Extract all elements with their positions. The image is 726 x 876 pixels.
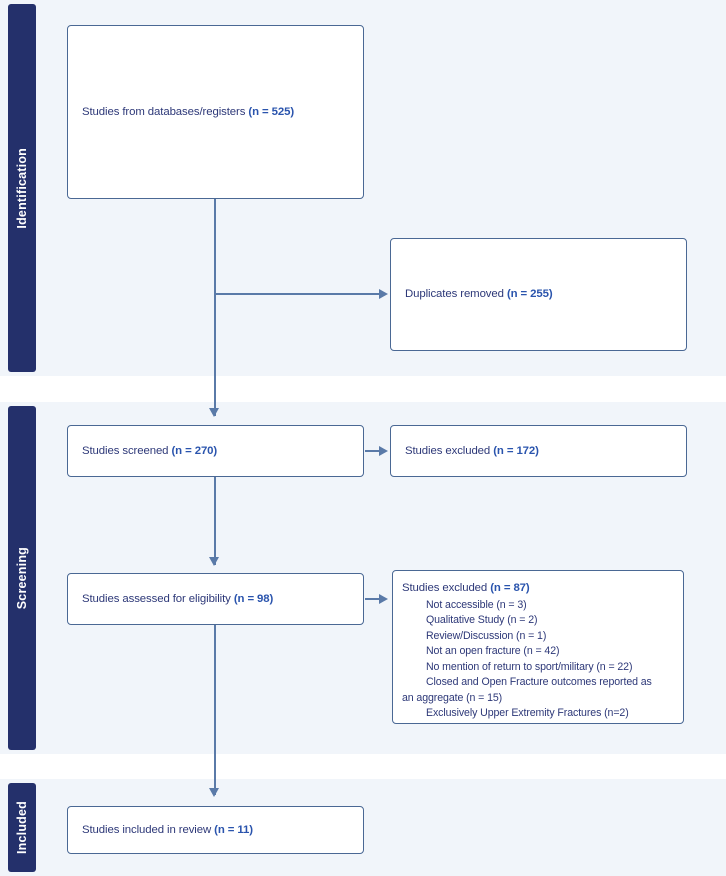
connector-screened-to-eligibility xyxy=(214,477,216,565)
box-screened-count: (n = 270) xyxy=(171,444,218,457)
connector-databases-to-screened xyxy=(214,199,216,416)
connector-eligibility-to-included xyxy=(214,625,216,795)
arrowhead-to-included xyxy=(209,788,219,797)
box-included-count: (n = 11) xyxy=(214,823,253,836)
box-eligibility-label: Studies assessed for eligibility xyxy=(82,592,234,605)
arrowhead-to-eligibility xyxy=(209,557,219,566)
exclusion-reason-item: Not accessible (n = 3) xyxy=(402,598,652,614)
box-databases-count: (n = 525) xyxy=(248,105,295,118)
box-screened-excluded-count: (n = 172) xyxy=(493,444,539,457)
exclusion-reason-label: No mention of return to sport/military (… xyxy=(426,660,633,673)
exclusion-reason-label: Exclusively Upper Extremity Fractures (n… xyxy=(426,707,629,720)
box-studies-screened: Studies screened (n = 270) xyxy=(67,425,364,477)
exclusion-reason-item: Closed and Open Fracture outcomes report… xyxy=(402,675,652,706)
box-studies-included-in-review: Studies included in review (n = 11) xyxy=(67,806,364,854)
box-screened-excluded-text: Studies excluded (n = 172) xyxy=(405,443,539,460)
box-studies-excluded-screening: Studies excluded (n = 172) xyxy=(390,425,687,477)
exclusion-reason-list: Not accessible (n = 3) Qualitative Study… xyxy=(402,598,652,723)
box-duplicates-text: Duplicates removed (n = 255) xyxy=(405,286,553,303)
box-studies-assessed-for-eligibility: Studies assessed for eligibility (n = 98… xyxy=(67,573,364,625)
stage-label-included: Included xyxy=(15,801,29,854)
arrowhead-to-screened-excluded xyxy=(379,446,388,456)
exclusion-reason-label: Not accessible (n = 3) xyxy=(426,598,527,611)
box-included-label: Studies included in review xyxy=(82,823,215,836)
exclusion-reason-label: Not an open fracture (n = 42) xyxy=(426,645,560,658)
box-duplicates-removed: Duplicates removed (n = 255) xyxy=(390,238,687,351)
box-eligibility-excluded-content: Studies excluded (n = 87) Not accessible… xyxy=(402,580,652,722)
connector-databases-to-duplicates xyxy=(215,293,381,295)
stage-tab-included: Included xyxy=(8,783,36,872)
arrowhead-to-screened xyxy=(209,408,219,417)
exclusion-heading-label: Studies excluded xyxy=(402,582,491,594)
stage-tab-screening: Screening xyxy=(8,406,36,750)
exclusion-heading: Studies excluded (n = 87) xyxy=(402,580,652,597)
exclusion-reason-item: Qualitative Study (n = 2) xyxy=(402,613,652,629)
box-studies-excluded-eligibility: Studies excluded (n = 87) Not accessible… xyxy=(392,570,684,724)
arrowhead-to-duplicates xyxy=(379,289,388,299)
exclusion-reason-label: Closed and Open Fracture outcomes report… xyxy=(426,676,652,689)
stage-label-identification: Identification xyxy=(15,147,29,229)
exclusion-reason-item: Not an open fracture (n = 42) xyxy=(402,644,652,660)
box-studies-from-databases: Studies from databases/registers (n = 52… xyxy=(67,25,364,199)
box-databases-label: Studies from databases/registers xyxy=(82,105,249,118)
box-included-text: Studies included in review (n = 11) xyxy=(82,822,253,839)
arrowhead-to-eligibility-excluded xyxy=(379,594,388,604)
exclusion-reason-item: Exclusively Upper Extremity Fractures (n… xyxy=(402,706,652,722)
connector-screened-to-excluded xyxy=(365,450,381,452)
box-screened-excluded-label: Studies excluded xyxy=(405,444,494,457)
exclusion-heading-count: (n = 87) xyxy=(490,582,530,594)
exclusion-reason-item: Review/Discussion (n = 1) xyxy=(402,629,652,645)
box-databases-text: Studies from databases/registers (n = 52… xyxy=(82,104,294,121)
stage-tab-identification: Identification xyxy=(8,4,36,372)
box-duplicates-count: (n = 255) xyxy=(506,288,553,301)
stage-label-screening: Screening xyxy=(15,546,29,610)
box-eligibility-count: (n = 98) xyxy=(233,592,274,605)
box-screened-label: Studies screened xyxy=(82,444,172,457)
exclusion-reason-label: Qualitative Study (n = 2) xyxy=(426,614,538,627)
box-duplicates-label: Duplicates removed xyxy=(405,288,507,301)
exclusion-reason-label: Review/Discussion (n = 1) xyxy=(426,629,547,642)
exclusion-reason-item: No mention of return to sport/military (… xyxy=(402,660,652,676)
connector-eligibility-to-excluded xyxy=(365,598,381,600)
exclusion-reason-wrap: an aggregate (n = 15) xyxy=(402,691,503,704)
box-eligibility-text: Studies assessed for eligibility (n = 98… xyxy=(82,591,273,608)
box-screened-text: Studies screened (n = 270) xyxy=(82,443,217,460)
